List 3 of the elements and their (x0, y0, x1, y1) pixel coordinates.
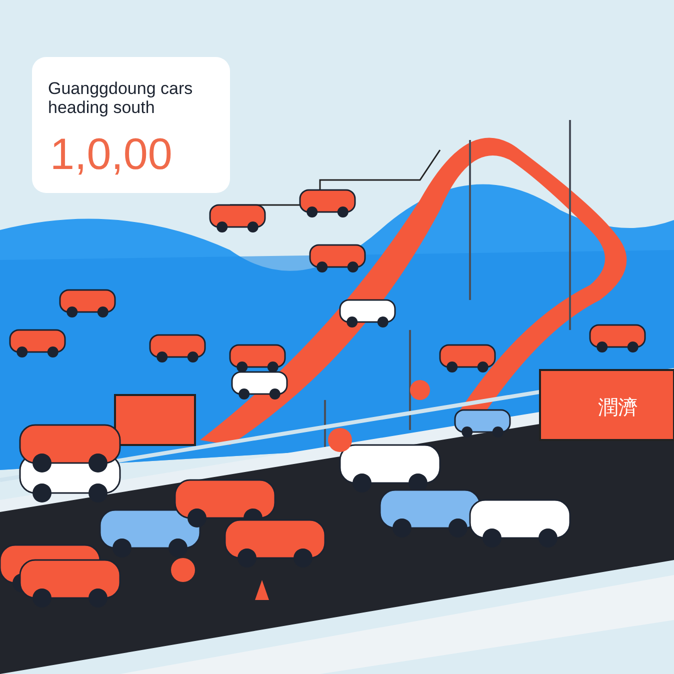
card-heading: Guanggdoung cars heading south (48, 79, 194, 117)
truck-lettering: 潤濟 (598, 396, 638, 421)
car-count: 1,0,00 (50, 131, 172, 179)
